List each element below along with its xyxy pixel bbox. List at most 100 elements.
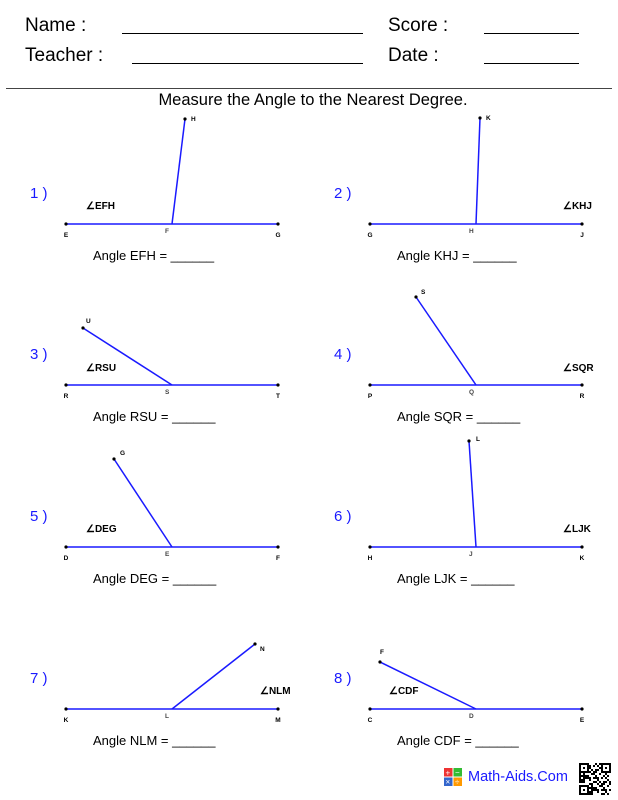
point-dot [467,439,471,443]
point-dot [64,707,68,711]
answer-prompt: Angle LJK = ______ [397,571,515,586]
point-dot [64,383,68,387]
point-dot [368,707,372,711]
point-label: E [64,232,69,239]
problem-number: 4 ) [334,346,352,363]
answer-prompt: Angle SQR = ______ [397,409,521,424]
point-dot [580,222,584,226]
svg-text:÷: ÷ [455,778,460,787]
answer-prompt: Angle KHJ = ______ [397,248,517,263]
date-field[interactable] [484,63,579,64]
svg-text:×: × [446,778,451,787]
angle-ray [415,296,477,386]
point-label: F [276,555,280,562]
angle-name: ∠NLM [260,686,291,697]
vertex-label: L [165,713,169,720]
point-label: G [275,232,280,239]
point-label: K [486,115,491,122]
vertex-label: S [165,389,170,396]
angle-name: ∠LJK [563,524,592,535]
answer-prompt: Angle DEG = ______ [93,571,217,586]
problem-number: 5 ) [30,508,48,525]
date-label: Date : [388,45,439,66]
brand-text: Math-Aids.Com [468,769,568,785]
angle-name: ∠EFH [86,201,115,212]
angle-ray [468,440,477,548]
point-label: R [64,393,69,400]
point-label: M [275,717,280,724]
problem-number: 6 ) [334,508,352,525]
vertex-label: E [165,551,170,558]
point-dot [580,545,584,549]
footer-brand: +− × ÷ Math-Aids.Com [444,768,568,786]
problem-number: 2 ) [334,185,352,202]
vertex-label: Q [469,389,474,396]
problem-number: 3 ) [30,346,48,363]
point-label: J [580,232,584,239]
point-dot [276,545,280,549]
angle-ray [113,458,173,548]
angle-name: ∠CDF [389,686,419,697]
point-dot [368,222,372,226]
point-label: G [367,232,372,239]
worksheet-title: Measure the Angle to the Nearest Degree. [158,91,468,109]
angle-ray [475,117,481,225]
qr-code-icon [579,763,611,795]
point-dot [580,383,584,387]
point-dot [276,707,280,711]
calculator-icon: +− × ÷ [444,768,462,786]
point-label: D [64,555,69,562]
point-dot [64,222,68,226]
point-label: L [476,436,480,443]
vertex-label: F [165,228,169,235]
vertex-label: D [469,713,474,720]
answer-prompt: Angle CDF = ______ [397,733,520,748]
problem-number: 1 ) [30,185,48,202]
point-dot [276,383,280,387]
score-label: Score : [388,15,449,36]
vertex-label: J [469,551,473,558]
point-dot [378,660,382,664]
point-dot [276,222,280,226]
vertex-label: H [469,228,474,235]
angle-name: ∠SQR [563,363,594,374]
angle-ray [171,118,186,225]
point-label: U [86,318,91,325]
angle-name: ∠RSU [86,363,116,374]
point-label: F [380,649,384,656]
point-dot [414,295,418,299]
point-dot [64,545,68,549]
header-divider [6,88,612,89]
point-dot [253,642,257,646]
problem-number: 8 ) [334,670,352,687]
answer-prompt: Angle RSU = ______ [93,409,216,424]
angle-name: ∠KHJ [563,201,592,212]
teacher-label: Teacher : [25,45,104,66]
answer-prompt: Angle NLM = ______ [93,733,216,748]
point-label: S [421,289,426,296]
point-label: K [64,717,69,724]
point-label: T [276,393,280,400]
angle-ray [171,643,256,710]
point-label: K [580,555,585,562]
point-label: N [260,646,265,653]
point-dot [368,545,372,549]
score-field[interactable] [484,33,579,34]
svg-text:+: + [446,769,451,778]
point-label: G [120,450,125,457]
point-dot [368,383,372,387]
name-field[interactable] [122,33,363,34]
point-dot [478,116,482,120]
answer-prompt: Angle EFH = ______ [93,248,215,263]
point-label: C [368,717,373,724]
point-dot [81,326,85,330]
point-dot [580,707,584,711]
point-dot [112,457,116,461]
name-label: Name : [25,15,87,36]
point-label: R [580,393,585,400]
point-label: H [368,555,373,562]
angle-ray [82,327,173,386]
teacher-field[interactable] [132,63,363,64]
svg-text:−: − [455,768,460,777]
